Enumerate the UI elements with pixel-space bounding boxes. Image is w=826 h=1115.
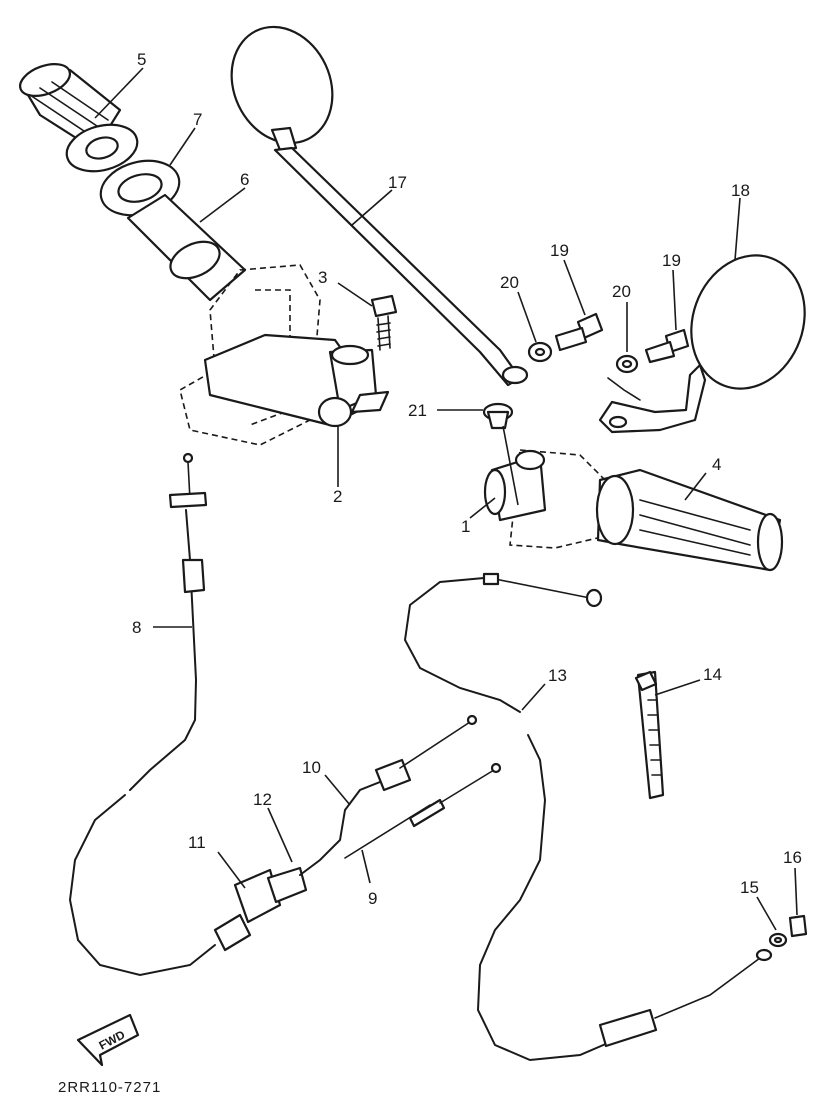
callout-1: 1 [461,517,470,536]
mirror-bolt-right [644,328,690,364]
callout-18: 18 [731,181,750,200]
callout-13: 13 [548,666,567,685]
callout-12: 12 [253,790,272,809]
callout-9: 9 [368,889,377,908]
callout-3: 3 [318,268,327,287]
cable-cap [788,914,808,938]
switch-plug [482,402,514,430]
callout-14: 14 [703,665,722,684]
callout-15: 15 [740,878,759,897]
callout-6: 6 [240,170,249,189]
cable-tie [634,670,665,800]
fwd-arrow: FWD [76,1013,140,1067]
callout-7: 7 [193,110,202,129]
lever-bracket [203,333,390,428]
callout-11: 11 [188,833,206,852]
callout-20-right: 20 [612,282,631,301]
callout-19-left: 19 [550,241,569,260]
callout-20-left: 20 [500,273,519,292]
drawing-code: 2RR110-7271 [58,1079,161,1096]
adjuster-nut [768,932,788,948]
leader-lines [94,67,798,931]
bracket-bolt [370,294,398,351]
mirror-nut-left [527,341,553,363]
right-grip [595,468,784,572]
right-mirror [598,254,806,434]
callout-8: 8 [132,618,141,637]
throttle-cable-assembly [213,714,502,952]
right-handlebar [483,449,611,549]
left-mirror [230,25,529,387]
callout-17: 17 [388,173,407,192]
callout-21: 21 [408,401,427,420]
callout-4: 4 [712,455,721,474]
clutch-cable [68,452,216,977]
callout-2: 2 [333,487,342,506]
brake-cable [403,572,773,1062]
callout-5: 5 [137,50,146,69]
handlebar-left-tube [126,193,247,302]
callout-19-right: 19 [662,251,681,270]
left-grip-washer [65,123,139,173]
callout-labels: 5 7 6 3 2 1 4 8 9 10 11 12 13 14 15 16 1… [132,50,802,908]
callout-10: 10 [302,758,321,777]
mirror-bolt-left [554,312,604,352]
mirror-nut-right [615,354,639,374]
callout-16: 16 [783,848,802,867]
